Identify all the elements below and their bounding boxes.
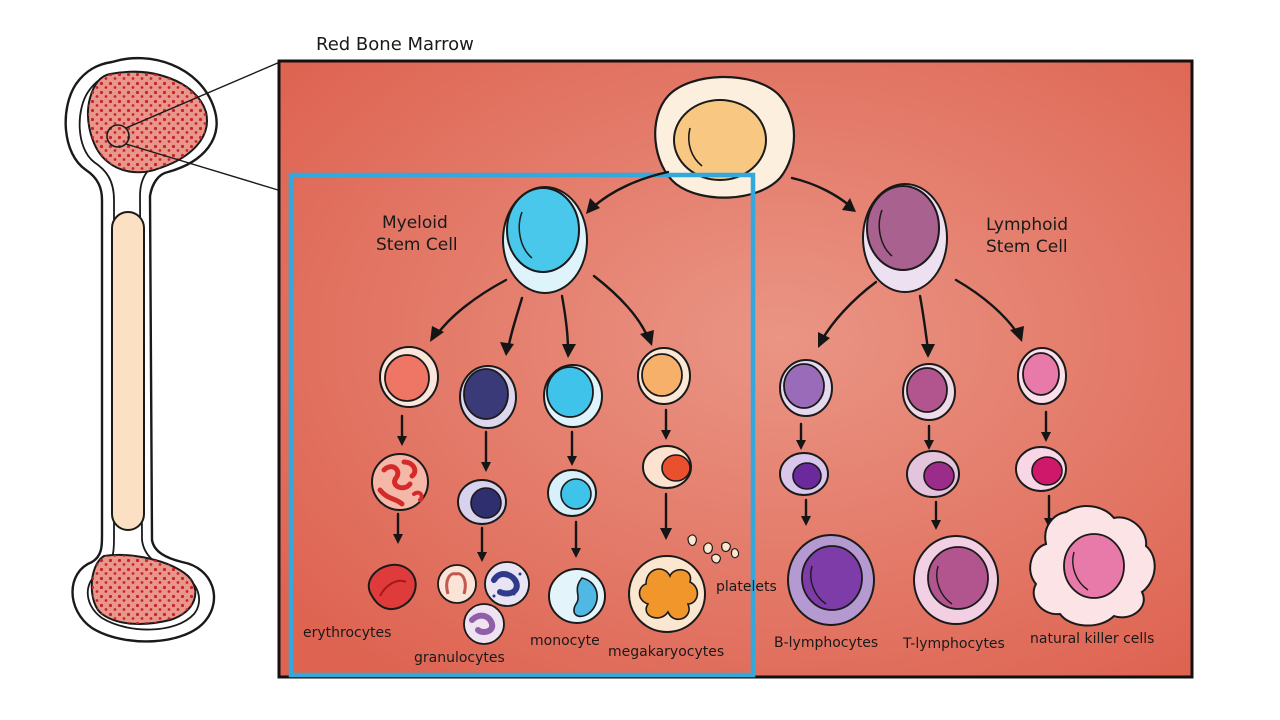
label-granulocytes: granulocytes xyxy=(414,650,505,666)
erythrocyte-cell xyxy=(367,563,417,611)
b-lymphocyte-progenitor xyxy=(779,359,833,417)
hematopoietic-stem-cell xyxy=(654,75,796,199)
megakaryoblast xyxy=(642,445,692,489)
label-monocyte: monocyte xyxy=(530,633,600,649)
lymphoid-stem-cell xyxy=(862,183,948,293)
monoblast xyxy=(547,469,597,517)
myeloid-branch-arrows xyxy=(430,274,654,358)
nk-cell xyxy=(1029,504,1156,627)
long-bone-illustration xyxy=(64,57,281,643)
monocyte-progenitor xyxy=(543,364,603,428)
lymphoblast-b xyxy=(779,452,829,496)
t-lymphocyte-progenitor xyxy=(902,363,956,421)
lymphoid-stem-label-line2: Stem Cell xyxy=(986,237,1068,257)
label-t-lymphocytes: T-lymphocytes xyxy=(902,636,1005,652)
myeloblast xyxy=(457,479,507,525)
label-b-lymphocytes: B-lymphocytes xyxy=(774,635,878,651)
lymphoid-branch-arrows xyxy=(818,278,1024,358)
hsc-arrows xyxy=(586,170,856,214)
myeloid-stem-cell xyxy=(502,186,588,294)
granulocyte-cells xyxy=(437,561,530,645)
platelet-fragments xyxy=(687,534,740,564)
label-megakaryocytes: megakaryocytes xyxy=(608,644,724,660)
myeloid-stem-label-line2: Stem Cell xyxy=(376,235,458,255)
lymphoblast-t xyxy=(906,450,960,498)
erythroblast xyxy=(371,453,429,511)
zoom-line-top xyxy=(125,61,281,129)
nk-lymphoblast xyxy=(1015,446,1067,492)
megakaryocyte-cell xyxy=(628,555,706,633)
megakaryocyte-progenitor xyxy=(637,347,691,405)
lymphoid-stem-label-line1: Lymphoid xyxy=(986,215,1068,235)
label-erythrocytes: erythrocytes xyxy=(303,625,391,641)
erythroid-progenitor xyxy=(379,346,439,408)
monocyte-cell xyxy=(548,568,606,624)
progenitor-arrows xyxy=(397,408,1051,472)
bone-medullary-cavity xyxy=(111,211,145,531)
nk-cell-progenitor xyxy=(1017,347,1067,405)
myeloid-stem-label-line1: Myeloid xyxy=(382,213,448,233)
granulocyte-progenitor xyxy=(459,365,517,429)
myeloid-lineage-highlight xyxy=(288,172,756,678)
zoom-line-bottom xyxy=(125,143,279,191)
label-platelets: platelets xyxy=(716,579,777,595)
magnified-region-marker xyxy=(106,124,130,148)
b-lymphocyte-cell xyxy=(787,534,875,626)
label-nk-cells: natural killer cells xyxy=(1030,631,1154,647)
t-lymphocyte-cell xyxy=(913,535,999,625)
diagram-title: Red Bone Marrow xyxy=(316,34,474,55)
